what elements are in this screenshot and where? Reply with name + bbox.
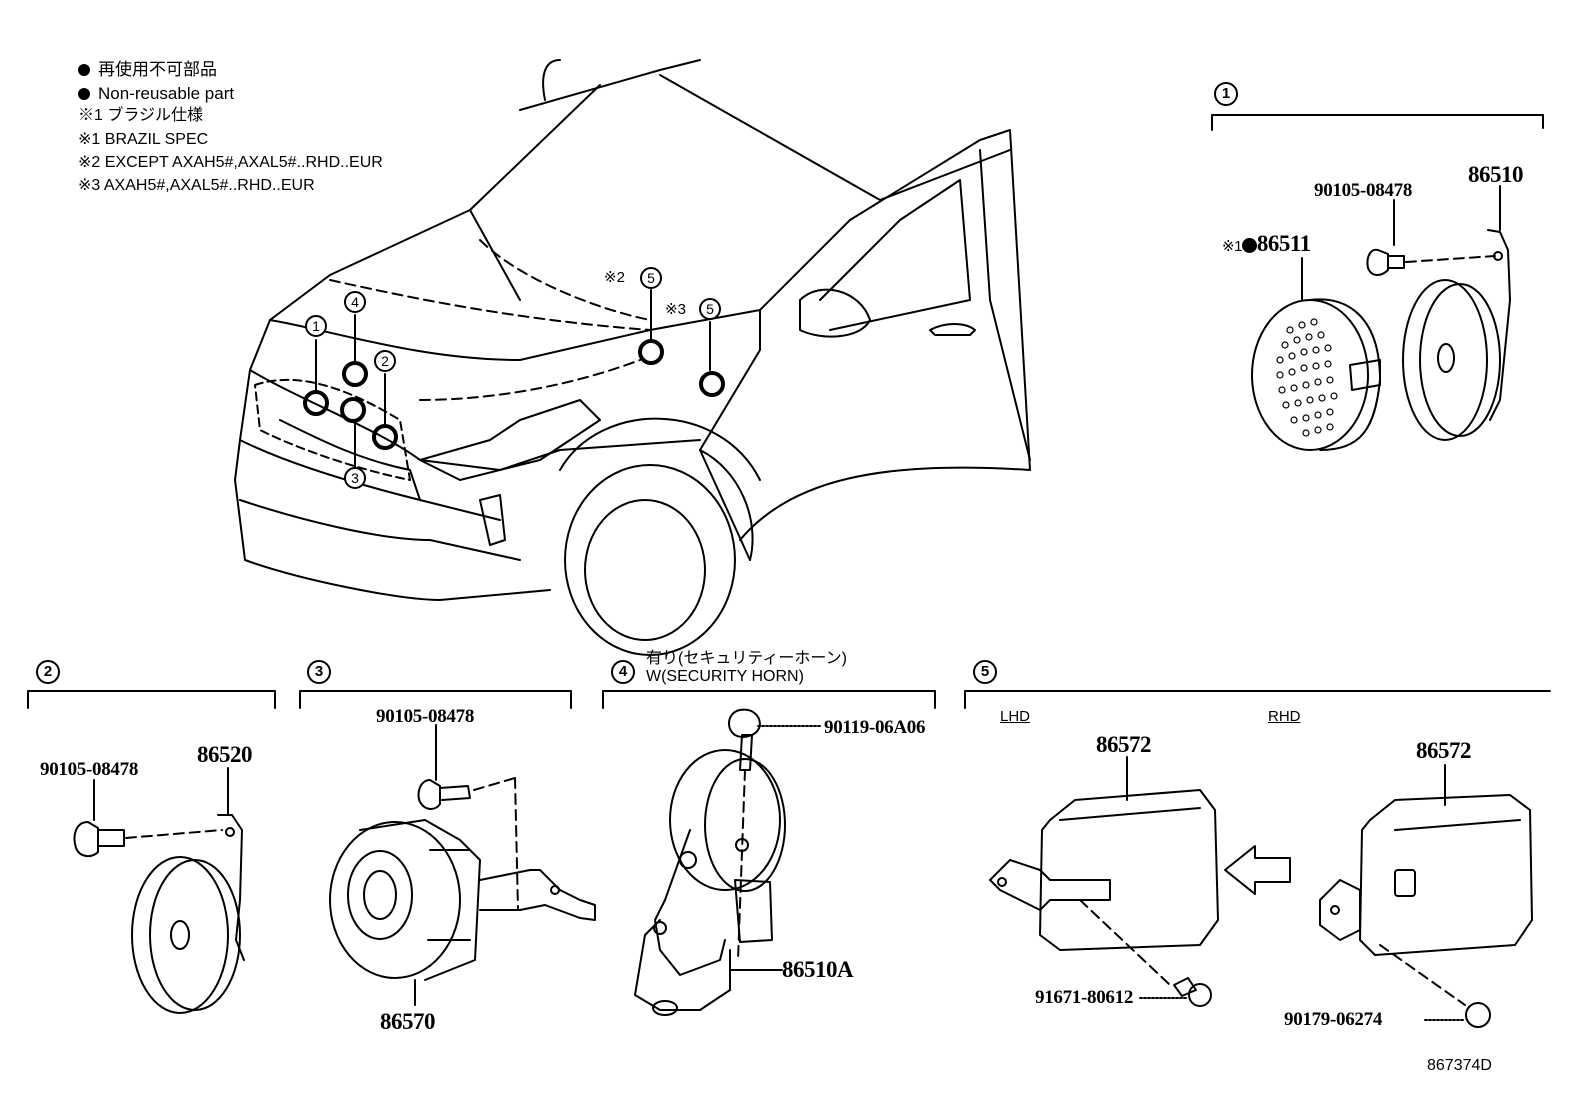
part-number-91671-80612[interactable]: 91671-80612	[1035, 987, 1134, 1008]
part-number-86511[interactable]: 86511	[1256, 231, 1311, 256]
legend-text: Non-reusable part	[98, 84, 235, 103]
legend-text: 再使用不可部品	[98, 60, 217, 79]
figure-reference-number: 867374D	[1427, 1057, 1492, 1074]
legend-item: ※3 AXAH5#,AXAL5#..RHD..EUR	[78, 178, 315, 194]
note-marker: ※2	[78, 154, 101, 171]
legend-item: ※1 BRAZIL SPEC	[78, 132, 208, 148]
part-number-86570[interactable]: 86570	[380, 1009, 436, 1034]
vehicle-callout-3[interactable]: 3	[344, 467, 366, 489]
legend-text: ブラジル仕様	[107, 107, 204, 124]
section-1-artwork	[1251, 185, 1511, 451]
callout-note-3: ※3	[665, 301, 686, 318]
legend-item: ※1 ブラジル仕様	[78, 108, 203, 124]
part-number-90105-08478[interactable]: 90105-08478	[40, 759, 139, 780]
vehicle-callout-5-note3[interactable]: 5	[699, 298, 721, 320]
part-number-90105-08478[interactable]: 90105-08478	[1314, 180, 1413, 201]
legend-item: ※2 EXCEPT AXAH5#,AXAL5#..RHD..EUR	[78, 155, 383, 171]
vehicle-callout-2[interactable]: 2	[374, 350, 396, 372]
vehicle-callout-1[interactable]: 1	[305, 315, 327, 337]
part-number-86572-lhd[interactable]: 86572	[1096, 732, 1152, 757]
section-2-number: 2	[36, 660, 60, 684]
note-marker: ※3	[78, 177, 101, 194]
section-1-number: 1	[1214, 82, 1238, 106]
lhd-label: LHD	[1000, 708, 1031, 725]
legend-text: EXCEPT AXAH5#,AXAL5#..RHD..EUR	[104, 154, 383, 171]
part-number-86511-row: ※1 86511	[1222, 232, 1311, 255]
rhd-label: RHD	[1268, 708, 1301, 725]
section-2-artwork	[73, 767, 245, 1014]
section-3-artwork	[329, 724, 596, 1006]
callout-note-2: ※2	[604, 269, 625, 286]
section-4-title-jp: 有り(セキュリティーホーン)	[646, 650, 847, 667]
vehicle-illustration	[234, 59, 1031, 656]
vehicle-callout-4[interactable]: 4	[344, 291, 366, 313]
note-marker: ※1	[78, 131, 101, 148]
part-number-86510[interactable]: 86510	[1468, 162, 1524, 187]
part-number-86510A[interactable]: 86510A	[782, 957, 854, 982]
non-reusable-dot-icon	[1241, 238, 1257, 253]
section-4-artwork	[634, 708, 821, 1016]
section-4-number: 4	[611, 660, 635, 684]
legend-item: Non-reusable part	[78, 85, 234, 102]
section-4-title-en: W(SECURITY HORN)	[646, 668, 804, 685]
legend-item: 再使用不可部品	[78, 61, 217, 78]
note-marker: ※1	[78, 107, 103, 124]
part-number-90179-06274[interactable]: 90179-06274	[1284, 1009, 1383, 1030]
section-brackets	[27, 114, 1551, 709]
part-number-86572-rhd[interactable]: 86572	[1416, 738, 1472, 763]
filled-dot-icon	[78, 64, 90, 76]
legend-text: BRAZIL SPEC	[104, 131, 209, 148]
section-3-number: 3	[307, 660, 331, 684]
legend-text: AXAH5#,AXAL5#..RHD..EUR	[103, 177, 315, 194]
filled-dot-icon	[78, 88, 90, 100]
vehicle-callout-5-note2[interactable]: 5	[640, 267, 662, 289]
part-number-90105-08478[interactable]: 90105-08478	[376, 706, 475, 727]
part-number-86520[interactable]: 86520	[197, 742, 253, 767]
section-5-number: 5	[973, 660, 997, 684]
part-number-90119-06A06[interactable]: 90119-06A06	[824, 717, 926, 738]
note-marker: ※1	[1222, 238, 1242, 255]
section-5-artwork	[989, 756, 1533, 1028]
